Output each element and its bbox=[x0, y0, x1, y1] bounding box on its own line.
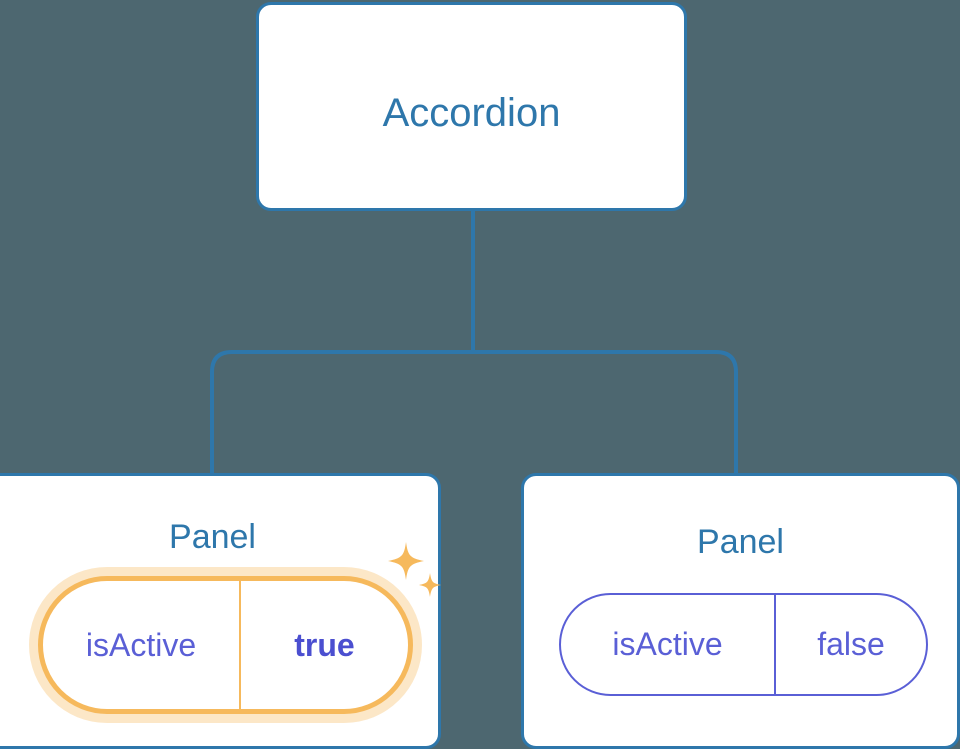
node-title-accordion: Accordion bbox=[382, 91, 561, 135]
prop-value-label: true bbox=[239, 581, 408, 709]
node-title-panel-active: Panel bbox=[169, 518, 256, 556]
node-card-panel-active[interactable]: Panel isActive true bbox=[0, 473, 441, 749]
prop-pill-isactive-true[interactable]: isActive true bbox=[38, 576, 413, 714]
prop-pill-isactive-false[interactable]: isActive false bbox=[559, 593, 928, 696]
node-card-panel-inactive[interactable]: Panel isActive false bbox=[521, 473, 960, 749]
tree-connectors bbox=[210, 211, 738, 473]
node-card-accordion[interactable]: Accordion bbox=[256, 2, 687, 211]
node-title-panel-inactive: Panel bbox=[697, 523, 784, 561]
connector-branch-left bbox=[210, 350, 473, 473]
connector-branch-right bbox=[473, 350, 738, 473]
prop-key-label: isActive bbox=[85, 626, 197, 663]
prop-value-label: false bbox=[774, 595, 926, 694]
prop-key-label: isActive bbox=[612, 626, 723, 662]
